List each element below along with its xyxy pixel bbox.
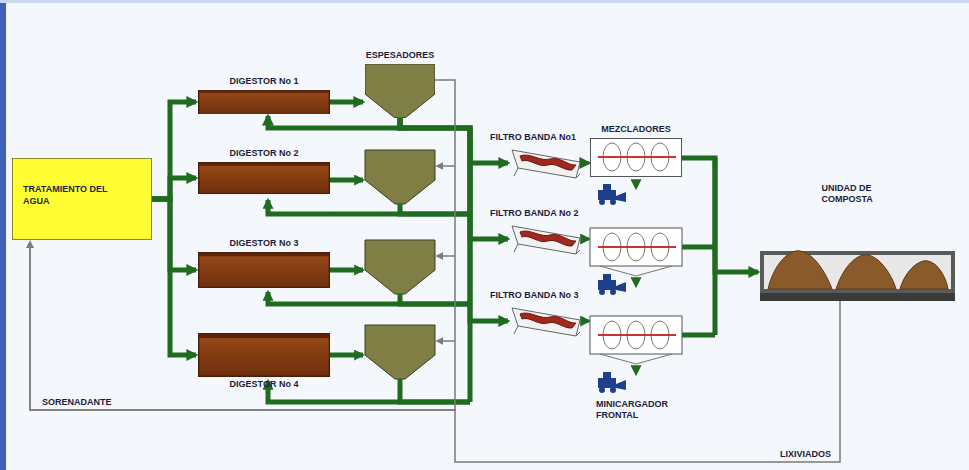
process-node: DIGESTOR No 3 <box>198 238 330 288</box>
equipment-label: MINICARGADOR FRONTAL <box>594 399 688 421</box>
node-title: FILTRO BANDA No 3 <box>490 290 590 301</box>
front-loader <box>598 180 636 393</box>
process-node: FILTRO BANDA No 2 <box>490 208 590 256</box>
flow-label: SORENADANTE <box>40 397 114 408</box>
mixer-unit <box>590 228 682 364</box>
node-title: DIGESTOR No 1 <box>198 76 330 87</box>
sludge-pipe <box>152 102 196 199</box>
node-shape <box>510 304 582 338</box>
node-shape <box>510 146 582 180</box>
node-shape: TRATAMIENTO DEL AGUA <box>12 158 152 240</box>
sludge-pipe <box>268 116 400 128</box>
process-node: DIGESTOR No 4 <box>198 333 330 390</box>
process-node: ESPESADORES <box>358 50 442 118</box>
process-node: DIGESTOR No 1 <box>198 76 330 114</box>
process-node: TRATAMIENTO DEL AGUA <box>12 158 152 240</box>
sludge-pipe <box>330 100 363 105</box>
node-shape <box>198 252 330 288</box>
process-node: UNIDAD DE COMPOSTA <box>760 183 955 301</box>
node-shape <box>590 138 682 178</box>
node-title: FILTRO BANDA No1 <box>490 132 590 143</box>
node-title: ESPESADORES <box>358 50 442 61</box>
return-line <box>437 166 455 341</box>
sludge-pipe <box>152 199 196 270</box>
sludge-pipe <box>268 128 715 402</box>
node-title: DIGESTOR No 3 <box>198 238 330 249</box>
node-shape <box>198 90 330 114</box>
node-title: DIGESTOR No 2 <box>198 148 330 159</box>
sludge-pipe <box>152 199 196 355</box>
node-title: MEZCLADORES <box>590 124 682 135</box>
node-shape <box>365 64 435 118</box>
node-shape <box>198 333 330 377</box>
sludge-pipe <box>582 162 589 165</box>
node-shape <box>198 162 330 194</box>
node-shape <box>510 222 582 256</box>
sludge-pipe <box>682 158 758 272</box>
sludge-pipe <box>582 239 589 321</box>
node-title: FILTRO BANDA No 2 <box>490 208 590 219</box>
sludge-pipe <box>152 178 196 199</box>
node-shape <box>760 243 955 301</box>
frame-strip <box>0 0 969 3</box>
return-line <box>30 242 840 462</box>
process-node: FILTRO BANDA No 3 <box>490 290 590 338</box>
node-title: DIGESTOR No 4 <box>198 379 330 390</box>
process-node: DIGESTOR No 2 <box>198 148 330 194</box>
node-title: UNIDAD DE COMPOSTA <box>822 183 894 205</box>
thickener-tank <box>365 150 435 379</box>
node-title: TRATAMIENTO DEL AGUA <box>23 183 113 207</box>
process-node: FILTRO BANDA No1 <box>490 132 590 180</box>
return-line <box>30 80 455 410</box>
process-node: MEZCLADORES <box>590 124 682 178</box>
flow-label: LIXIVIADOS <box>778 449 833 460</box>
frame-strip <box>0 0 6 470</box>
